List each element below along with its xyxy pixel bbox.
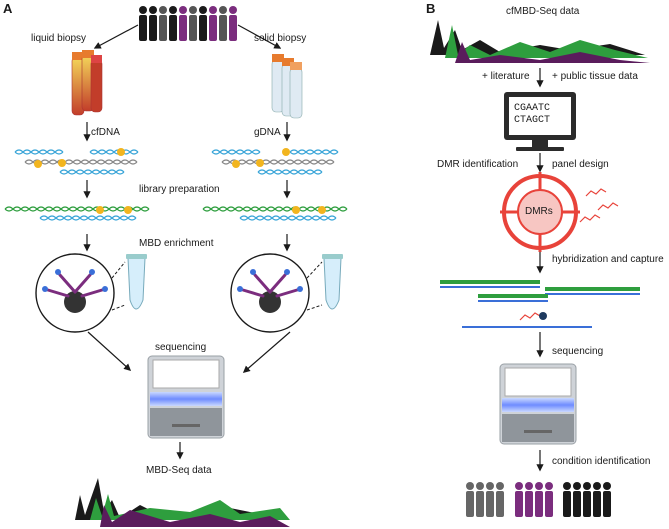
library-preparation-label: library preparation	[139, 184, 220, 195]
people-black-group-icon	[563, 482, 611, 517]
methyl-groups-cfdna	[34, 148, 125, 168]
arrow-to-sequencer-left	[87, 331, 132, 371]
mbd-seq-data-label: MBD-Seq data	[146, 465, 212, 476]
sequencer-a-icon	[147, 355, 225, 439]
blood-tubes-icon	[71, 50, 103, 116]
people-gray-group-icon	[466, 482, 504, 517]
arrow-to-solid	[237, 24, 282, 49]
gdna-label: gDNA	[254, 127, 281, 138]
mbd-seq-data-plot	[75, 478, 290, 527]
cfdna-label: cfDNA	[91, 127, 120, 138]
hybridization-capture-label: hybridization and capture	[552, 254, 664, 265]
plus-literature-label: + literature	[482, 71, 530, 82]
panel-a-letter: A	[3, 1, 13, 16]
methyl-groups-library-right	[292, 206, 326, 214]
tissue-tubes-icon	[271, 54, 303, 119]
dmrs-label: DMRs	[525, 206, 553, 217]
eppendorf-tube-right-icon	[322, 254, 343, 310]
arrow-to-sequencer-right	[242, 331, 291, 373]
sequencing-b-label: sequencing	[552, 346, 604, 357]
liquid-biopsy-label: liquid biopsy	[31, 33, 87, 44]
hybridization-strands	[440, 280, 640, 328]
screen-sequence-line2: CTAGCT	[514, 115, 551, 126]
sequencing-a-label: sequencing	[155, 342, 207, 353]
sequencer-b-icon	[499, 363, 577, 445]
dmr-identification-label: DMR identification	[437, 159, 519, 170]
cfmbd-seq-data-label: cfMBD-Seq data	[506, 6, 580, 17]
people-group-a	[139, 6, 237, 41]
condition-identification-label: condition identification	[552, 456, 651, 467]
plus-public-tissue-label: + public tissue data	[552, 71, 638, 82]
arrow-to-liquid	[93, 24, 139, 49]
computer-monitor-icon	[504, 92, 576, 151]
people-purple-group-icon	[515, 482, 553, 517]
methyl-groups-gdna	[232, 148, 290, 168]
methyl-groups-library-left	[96, 206, 132, 214]
panel-b-letter: B	[426, 1, 436, 16]
mbd-bead-left	[35, 253, 126, 333]
gdna-fragments	[211, 149, 339, 175]
mbd-bead-right	[230, 253, 323, 333]
panel-design-label: panel design	[552, 159, 609, 170]
cfmbd-seq-data-plot	[430, 20, 650, 63]
dmr-target-icon	[500, 172, 580, 252]
solid-biopsy-label: solid biopsy	[254, 33, 307, 44]
eppendorf-tube-left-icon	[126, 254, 147, 310]
mbd-enrichment-label: MBD enrichment	[139, 238, 214, 249]
screen-sequence-line1: CGAATC	[514, 103, 551, 114]
cfdna-fragments	[14, 149, 139, 175]
probes-icon	[579, 188, 619, 223]
